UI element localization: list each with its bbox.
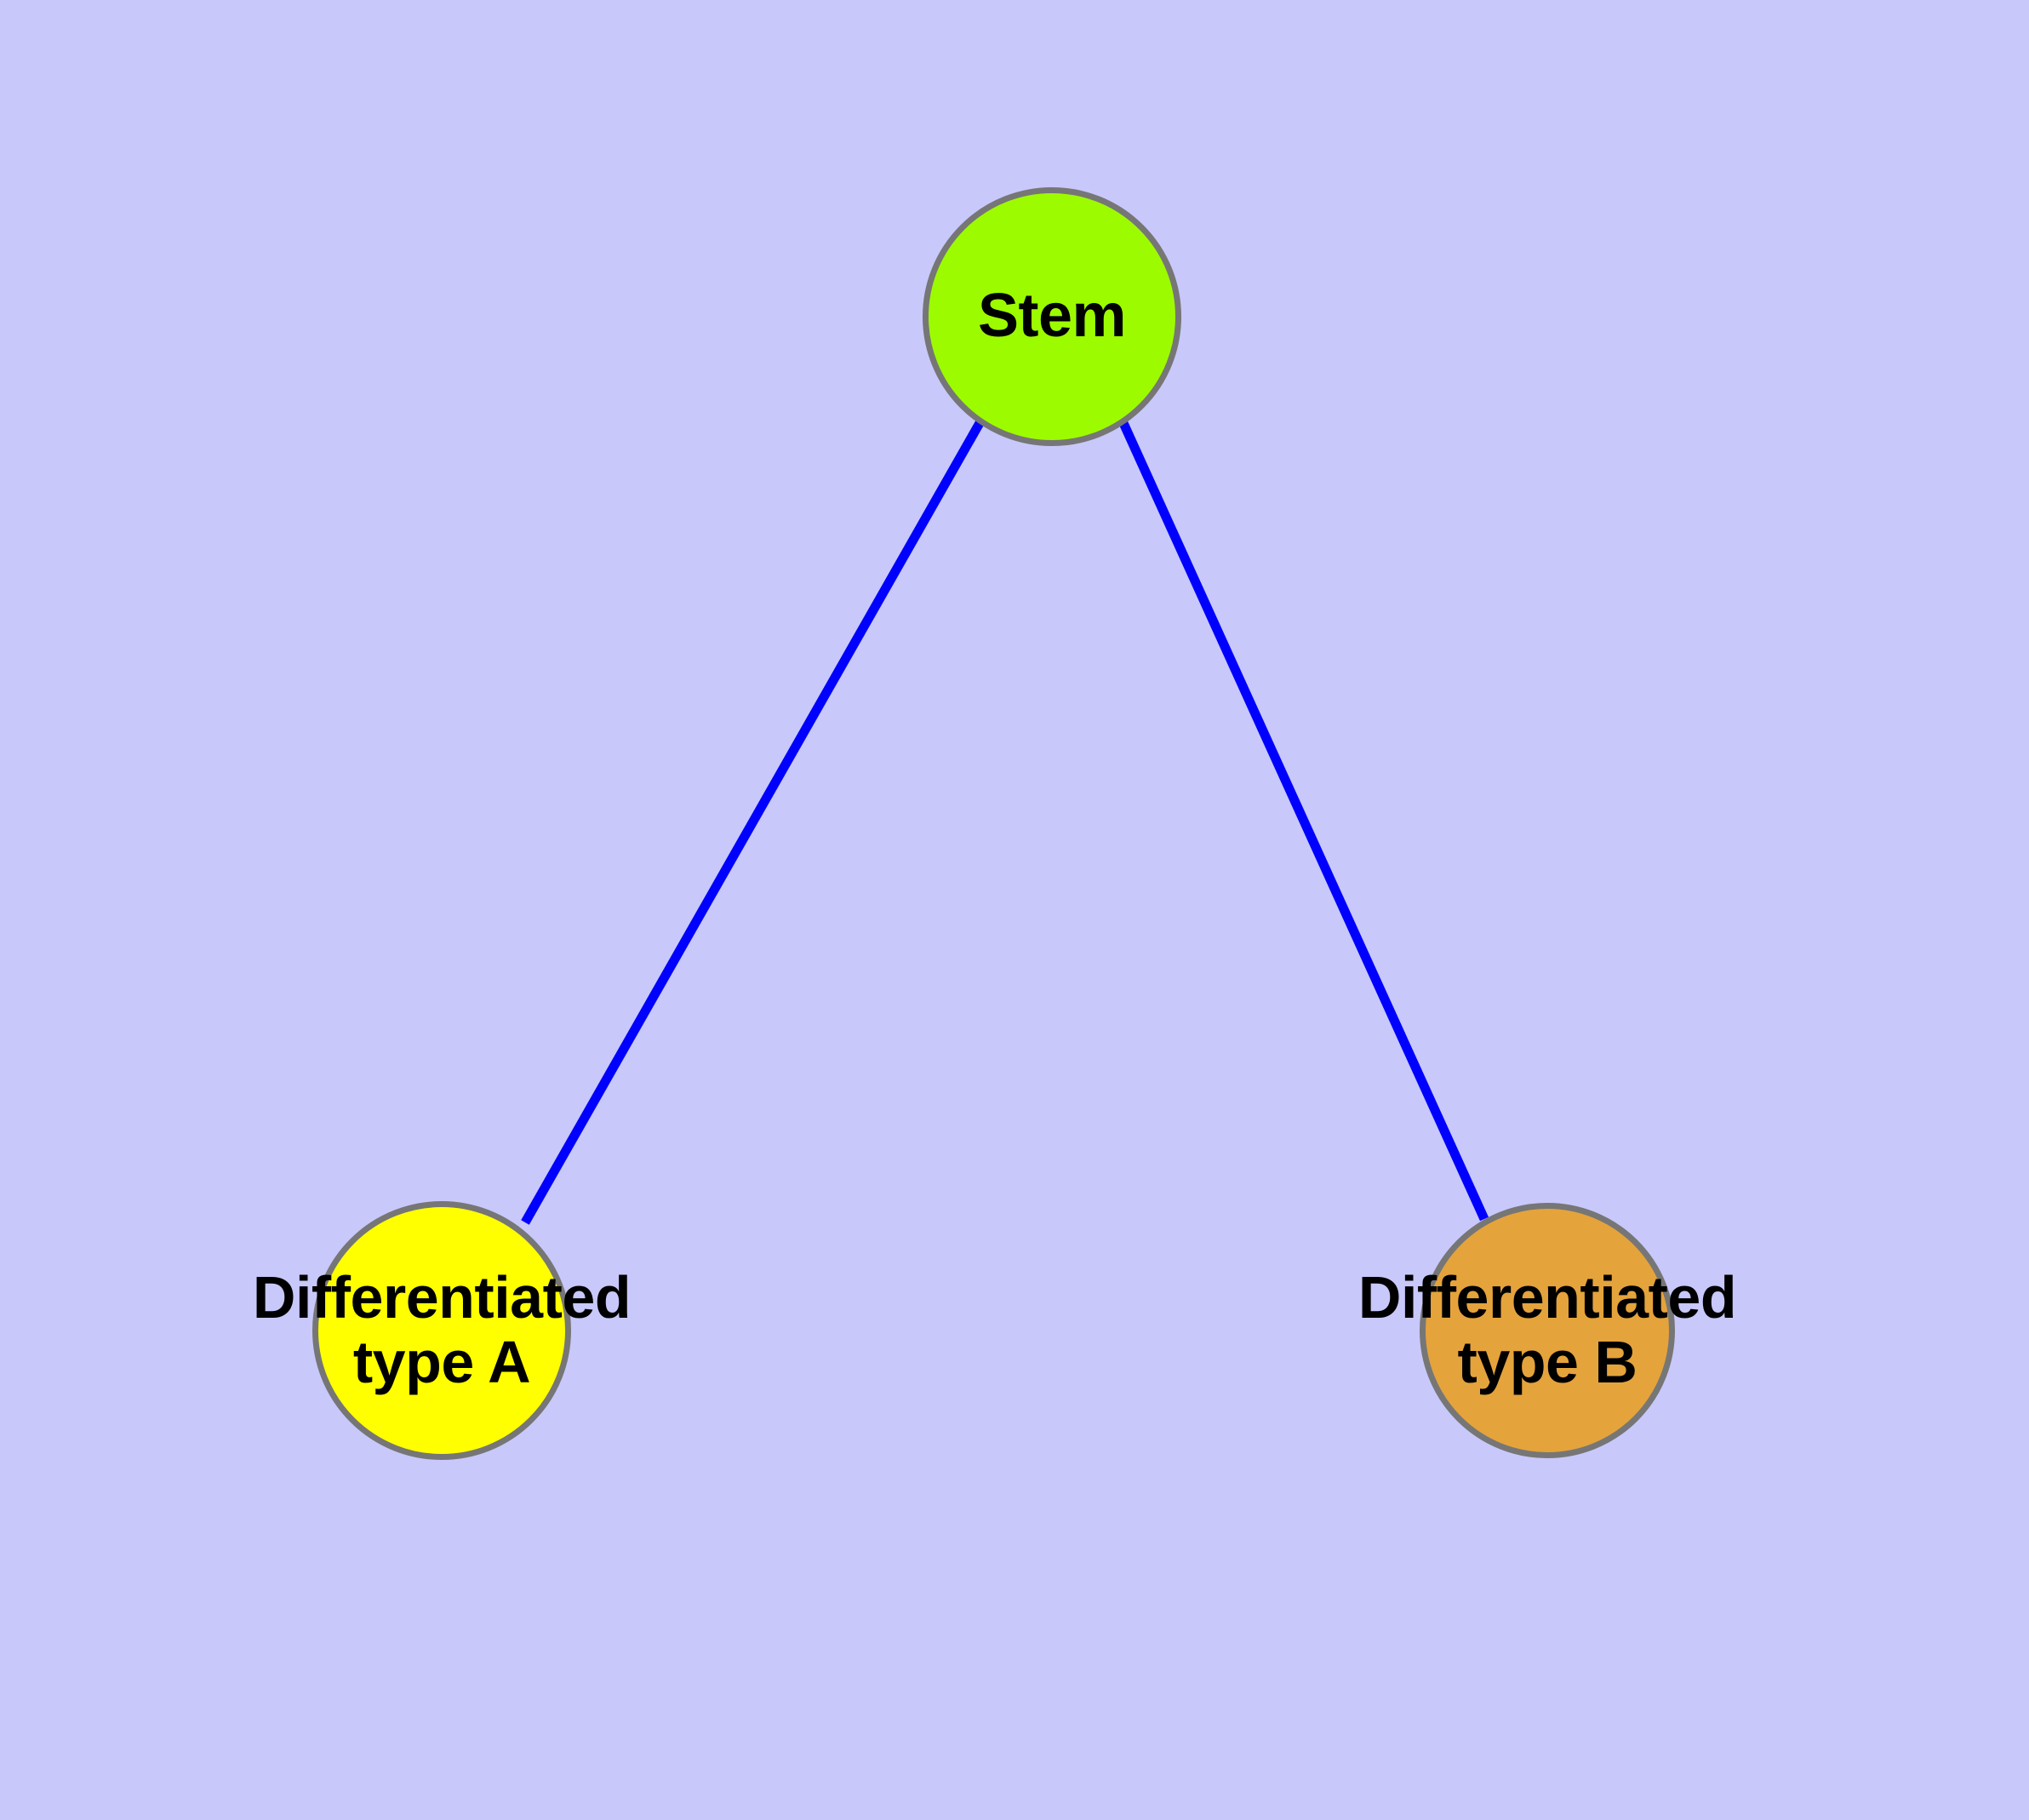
edge-stem-to-differentiated-type-a[interactable] — [521, 421, 984, 1225]
node-stem[interactable] — [923, 187, 1181, 446]
node-differentiated-type-b[interactable] — [1420, 1203, 1675, 1458]
edge-stem-to-differentiated-type-b[interactable] — [1118, 421, 1489, 1222]
node-differentiated-type-a[interactable] — [312, 1201, 571, 1460]
